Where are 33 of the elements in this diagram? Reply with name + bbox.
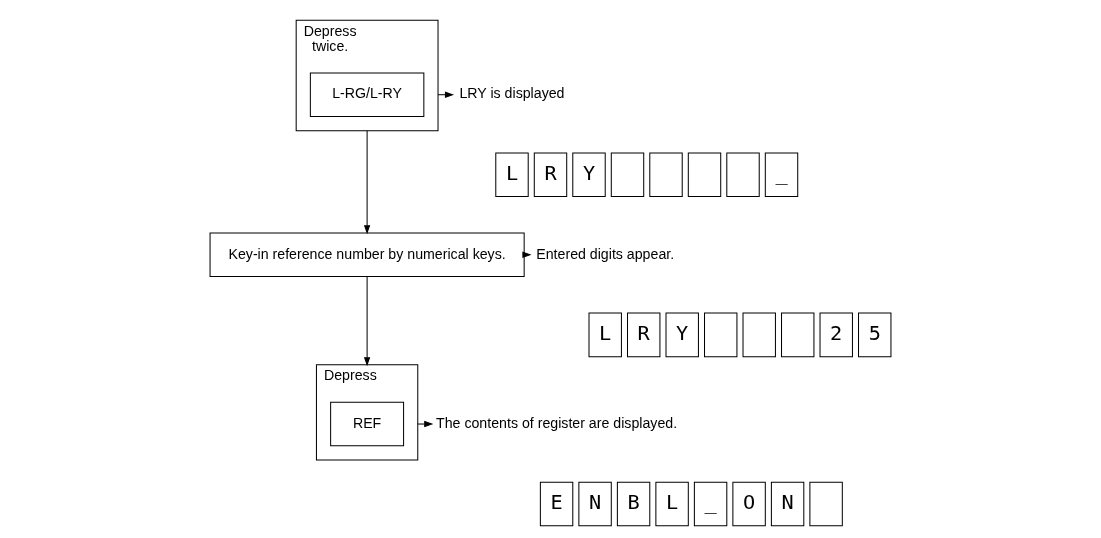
node-box	[781, 312, 815, 358]
node-box: L-RG/L-RY	[309, 72, 425, 117]
node-box: N	[770, 481, 805, 527]
node-box: 5	[858, 312, 892, 358]
node-box	[687, 152, 722, 198]
node-box: 2	[819, 312, 853, 358]
node-box	[610, 152, 645, 198]
node-box: R	[627, 312, 661, 358]
arrow	[363, 276, 371, 367]
node-box: O	[732, 481, 766, 527]
node-box: B	[616, 481, 651, 527]
node-box: _	[693, 481, 728, 527]
node-text: Entered digits appear.	[536, 245, 675, 262]
node-box: REF	[330, 401, 405, 447]
node-box: L	[588, 312, 622, 358]
node-box: L	[655, 481, 689, 527]
node-box: Y	[572, 152, 606, 198]
node-box	[649, 152, 683, 198]
node-box	[809, 481, 843, 527]
node-box: E	[539, 481, 574, 527]
node-box	[742, 312, 776, 358]
node-box	[704, 312, 738, 358]
arrow	[437, 91, 455, 98]
node-box: R	[533, 152, 568, 198]
node-box: L	[495, 152, 529, 198]
node-box: N	[578, 481, 612, 527]
arrow	[363, 130, 371, 235]
arrow	[417, 420, 434, 428]
node-box	[726, 152, 760, 198]
node-text: LRY is displayed	[459, 85, 565, 102]
node-box: Y	[665, 312, 699, 358]
node-box: _	[764, 152, 799, 198]
node-text: The contents of register are displayed.	[436, 414, 678, 431]
